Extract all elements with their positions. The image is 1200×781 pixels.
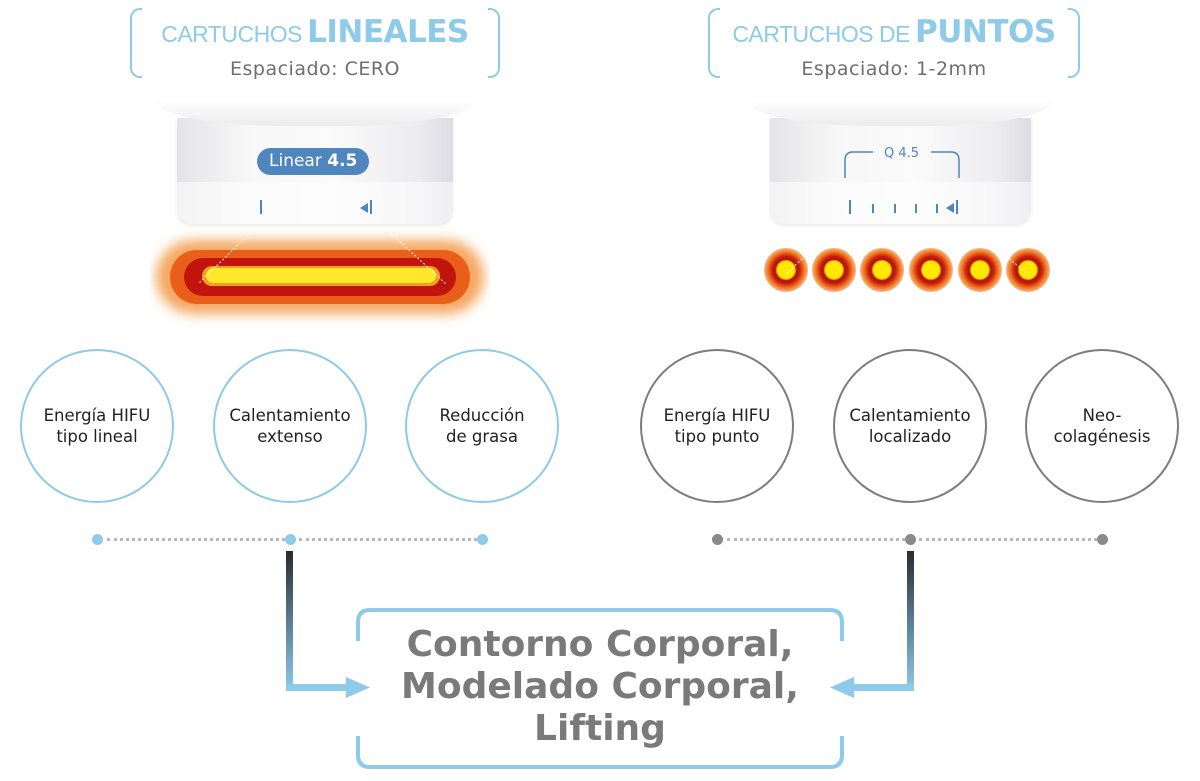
result-box-top xyxy=(356,608,844,641)
right-arrow-stem xyxy=(907,551,914,691)
feature-label: Calentamiento localizado xyxy=(849,406,971,446)
linear-badge: Linear 4.5 xyxy=(257,148,370,175)
end-marker xyxy=(956,200,958,214)
right-node-2 xyxy=(905,534,916,545)
right-arrow-shaft xyxy=(852,684,914,691)
heat-spot xyxy=(860,248,904,292)
q-bracket xyxy=(844,151,960,178)
feature-circle-localized-heating: Calentamiento localizado xyxy=(833,349,987,503)
heat-core xyxy=(206,268,436,283)
right-dotted-line-1 xyxy=(727,538,905,541)
right-node-1 xyxy=(712,534,723,545)
left-arrow-stem xyxy=(286,551,293,691)
left-node-1 xyxy=(92,534,103,545)
heat-spot xyxy=(958,248,1002,292)
linear-cartridge: Linear 4.5 xyxy=(155,100,475,224)
cartridge-band xyxy=(770,182,1031,224)
right-title-light: CARTUCHOS DE xyxy=(732,21,910,47)
tick-1 xyxy=(849,200,851,214)
left-bracket-close xyxy=(488,8,500,78)
feature-circle-fat-reduction: Reducción de grasa xyxy=(405,349,559,503)
linear-heat-zone xyxy=(156,228,484,314)
result-box-bottom xyxy=(356,736,844,769)
heat-spot xyxy=(909,248,953,292)
end-marker xyxy=(370,200,372,214)
heat-spot xyxy=(812,248,856,292)
left-dotted-line-1 xyxy=(107,538,285,541)
left-dotted-line-2 xyxy=(299,538,477,541)
left-subtitle: Espaciado: CERO xyxy=(229,58,401,80)
dot-beams xyxy=(785,255,1031,277)
feature-label: Energía HIFU tipo lineal xyxy=(43,406,151,446)
right-arrow-head-icon xyxy=(830,677,854,698)
right-bracket-open xyxy=(708,8,720,78)
end-arrow-icon xyxy=(360,203,368,213)
tick-3 xyxy=(894,204,896,213)
linear-badge-value: 4.5 xyxy=(327,151,358,171)
left-title-bold: LINEALES xyxy=(307,14,469,50)
right-bracket-close xyxy=(1068,8,1080,78)
feature-circle-neocollagenesis: Neo- colagénesis xyxy=(1025,349,1179,503)
beam-left xyxy=(785,255,806,275)
right-dotted-line-2 xyxy=(919,538,1097,541)
cartridge-band xyxy=(177,182,453,224)
right-node-3 xyxy=(1097,534,1108,545)
tick-4 xyxy=(915,204,917,213)
end-arrow-icon xyxy=(946,203,954,213)
left-title-light: CARTUCHOS xyxy=(161,21,302,47)
beam-right xyxy=(384,228,447,285)
cartridge-body xyxy=(770,118,1031,224)
feature-circle-point-energy: Energía HIFU tipo punto xyxy=(640,349,794,503)
feature-label: Calentamiento extenso xyxy=(229,406,351,446)
start-marker xyxy=(260,200,262,214)
linear-badge-text: Linear xyxy=(269,151,322,171)
result-text: Contorno Corporal, Modelado Corporal, Li… xyxy=(401,624,799,749)
right-title: CARTUCHOS DE PUNTOS xyxy=(718,14,1070,50)
right-subtitle: Espaciado: 1-2mm xyxy=(801,58,987,80)
right-title-bold: PUNTOS xyxy=(915,14,1056,50)
left-arrow-shaft xyxy=(286,684,348,691)
heat-spot xyxy=(764,248,808,292)
beam-left xyxy=(197,228,256,285)
beam-right xyxy=(1005,255,1031,277)
left-title: CARTUCHOS LINEALES xyxy=(140,14,490,50)
feature-label: Reducción de grasa xyxy=(439,406,525,446)
left-arrow-head-icon xyxy=(346,677,370,698)
left-node-2 xyxy=(285,534,296,545)
left-bracket-open xyxy=(130,8,142,78)
heat-spot xyxy=(1006,248,1050,292)
dots-cartridge: Q 4.5 xyxy=(748,100,1053,224)
left-node-3 xyxy=(477,534,488,545)
tick-5 xyxy=(936,204,938,213)
q-label: Q 4.5 xyxy=(884,146,920,161)
feature-label: Neo- colagénesis xyxy=(1053,406,1151,446)
feature-label: Energía HIFU tipo punto xyxy=(663,406,771,446)
feature-circle-extended-heating: Calentamiento extenso xyxy=(213,349,367,503)
cartridge-body xyxy=(177,118,453,224)
tick-2 xyxy=(872,204,874,213)
feature-circle-linear-energy: Energía HIFU tipo lineal xyxy=(20,349,174,503)
